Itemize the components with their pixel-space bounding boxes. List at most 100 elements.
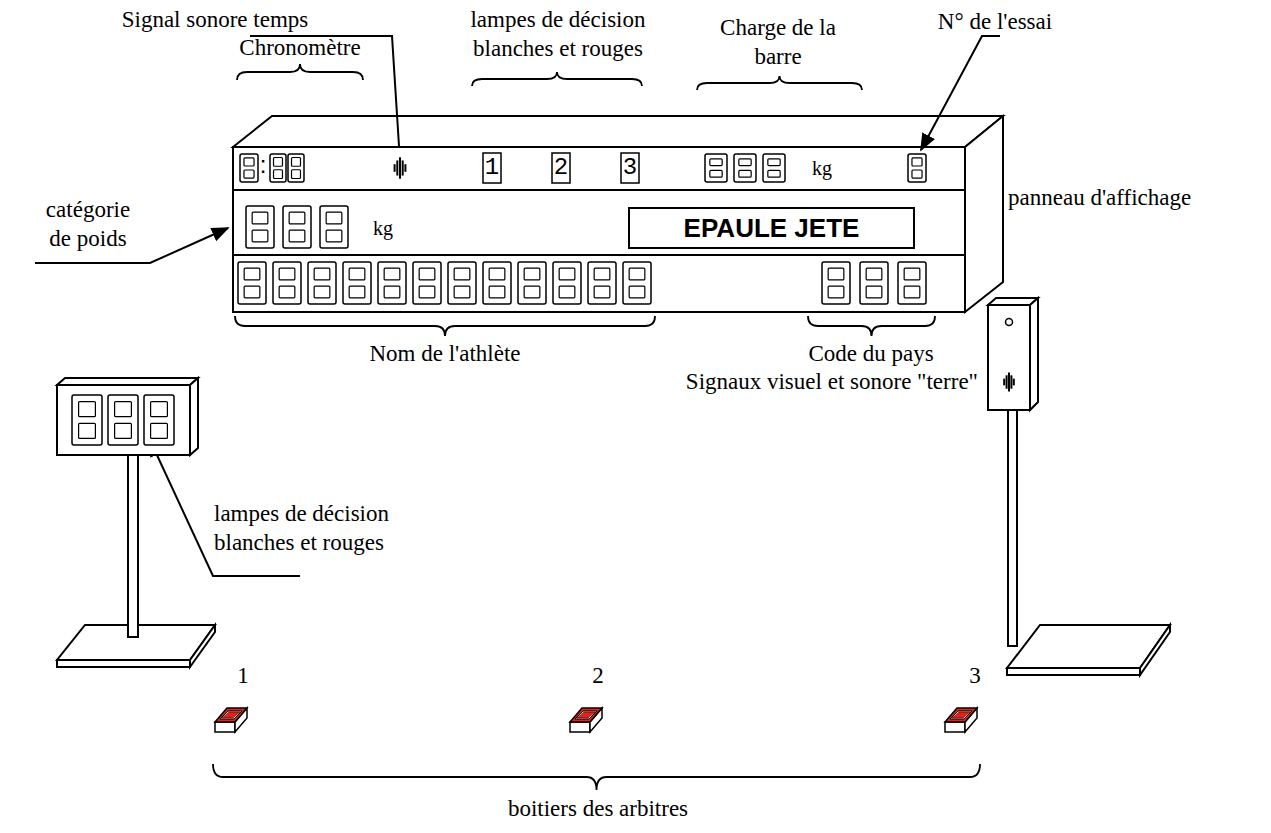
sound-icon-bar (1003, 379, 1005, 386)
referee-box-front (215, 722, 235, 732)
segment-hole (912, 158, 922, 166)
segment-hole (739, 170, 751, 177)
panel-side (965, 116, 1003, 312)
seven-segment-digit (108, 395, 138, 445)
seven-segment-digit (273, 262, 301, 304)
segment-hole (828, 286, 844, 298)
segment-hole (384, 268, 400, 280)
segment-hole (244, 170, 254, 178)
referee-number: 3 (969, 662, 981, 691)
segment-hole (828, 268, 844, 280)
referee-number: 1 (237, 662, 249, 691)
sound-icon-bar (399, 157, 401, 179)
seven-segment-digit (908, 154, 926, 182)
sound-icon-bar (1010, 375, 1012, 388)
segment-hole (489, 268, 505, 280)
referee-box-top (570, 708, 602, 722)
callout-label: N° de l'essai (938, 8, 1052, 37)
seven-segment-digit (343, 262, 371, 304)
segment-hole (252, 230, 268, 242)
seven-segment-digit (588, 262, 616, 304)
segment-hole (349, 286, 365, 298)
segment-hole (326, 230, 342, 242)
segment-hole (768, 159, 780, 166)
signal-box (988, 305, 1030, 410)
callout-label: lampes de décision blanches et rouges (458, 6, 658, 64)
unit-label: kg (373, 216, 393, 241)
seven-segment-digit (705, 154, 727, 182)
segment-hole (244, 286, 260, 298)
callout-label: Signal sonore temps (122, 6, 309, 35)
segment-hole (292, 158, 301, 167)
stand-pole (128, 455, 138, 637)
segment-hole (115, 402, 132, 417)
segment-hole (274, 158, 283, 167)
referee-box-front (945, 722, 965, 732)
sound-icon-bar (394, 164, 396, 172)
seven-segment-digit (238, 262, 266, 304)
callout-label: Charge de la barre (719, 14, 837, 72)
panel-row-line (233, 189, 965, 191)
segment-hole (710, 170, 722, 177)
segment-hole (594, 286, 610, 298)
segment-hole (289, 212, 305, 224)
leader-line (921, 36, 1000, 150)
lamp-digit: 1 (485, 153, 499, 183)
seven-segment-digit (308, 262, 336, 304)
segment-hole (739, 159, 751, 166)
segment-hole (559, 286, 575, 298)
seven-segment-digit (72, 395, 102, 445)
brace (808, 316, 935, 336)
segment-hole (559, 268, 575, 280)
panel-row-line (233, 254, 965, 256)
drawing (35, 36, 1170, 790)
decision-lamp (621, 153, 639, 183)
referee-button (220, 711, 242, 719)
segment-hole (292, 170, 301, 179)
segment-hole (454, 268, 470, 280)
seven-segment-digit (283, 206, 311, 248)
referee-number: 2 (592, 662, 604, 691)
callout-label: Signaux visuel et sonore "terre" (686, 368, 978, 397)
segment-hole (524, 268, 540, 280)
seven-segment-digit (320, 206, 348, 248)
segment-hole (349, 268, 365, 280)
seven-segment-digit (553, 262, 581, 304)
referee-button-red (952, 712, 970, 718)
brace (697, 76, 862, 90)
seven-segment-digit (144, 395, 174, 445)
seven-segment-digit (246, 206, 274, 248)
callout-label: catégorie de poids (38, 196, 138, 254)
seven-segment-digit (822, 262, 850, 304)
segment-hole (912, 170, 922, 178)
segment-hole (866, 286, 882, 298)
referee-button (950, 711, 972, 719)
callout-label: boitiers des arbitres (508, 795, 688, 824)
lamp-digit: 2 (554, 153, 568, 183)
segment-hole (524, 286, 540, 298)
decision-lamp (552, 153, 570, 183)
brace (472, 72, 642, 86)
seven-segment-digit (734, 154, 756, 182)
segment-hole (151, 402, 168, 417)
segment-hole (419, 268, 435, 280)
callout-label: lampes de décision blanches et rouges (214, 500, 419, 558)
sound-icon-bar (404, 164, 406, 172)
sound-icon-bar (1008, 372, 1010, 391)
sound-icon-bar (402, 160, 404, 175)
seven-segment-digit (288, 154, 304, 182)
signal-light (1006, 319, 1013, 326)
decision-lamp (483, 153, 501, 183)
tower-base-edge (1140, 625, 1170, 675)
segment-hole (289, 230, 305, 242)
panel-top (233, 116, 1003, 147)
seven-segment-digit (413, 262, 441, 304)
seven-segment-digit (270, 154, 286, 182)
stand-base-edge (190, 625, 215, 667)
segment-hole (710, 159, 722, 166)
panel-front (233, 147, 965, 312)
segment-hole (419, 286, 435, 298)
seven-segment-digit (240, 154, 258, 182)
